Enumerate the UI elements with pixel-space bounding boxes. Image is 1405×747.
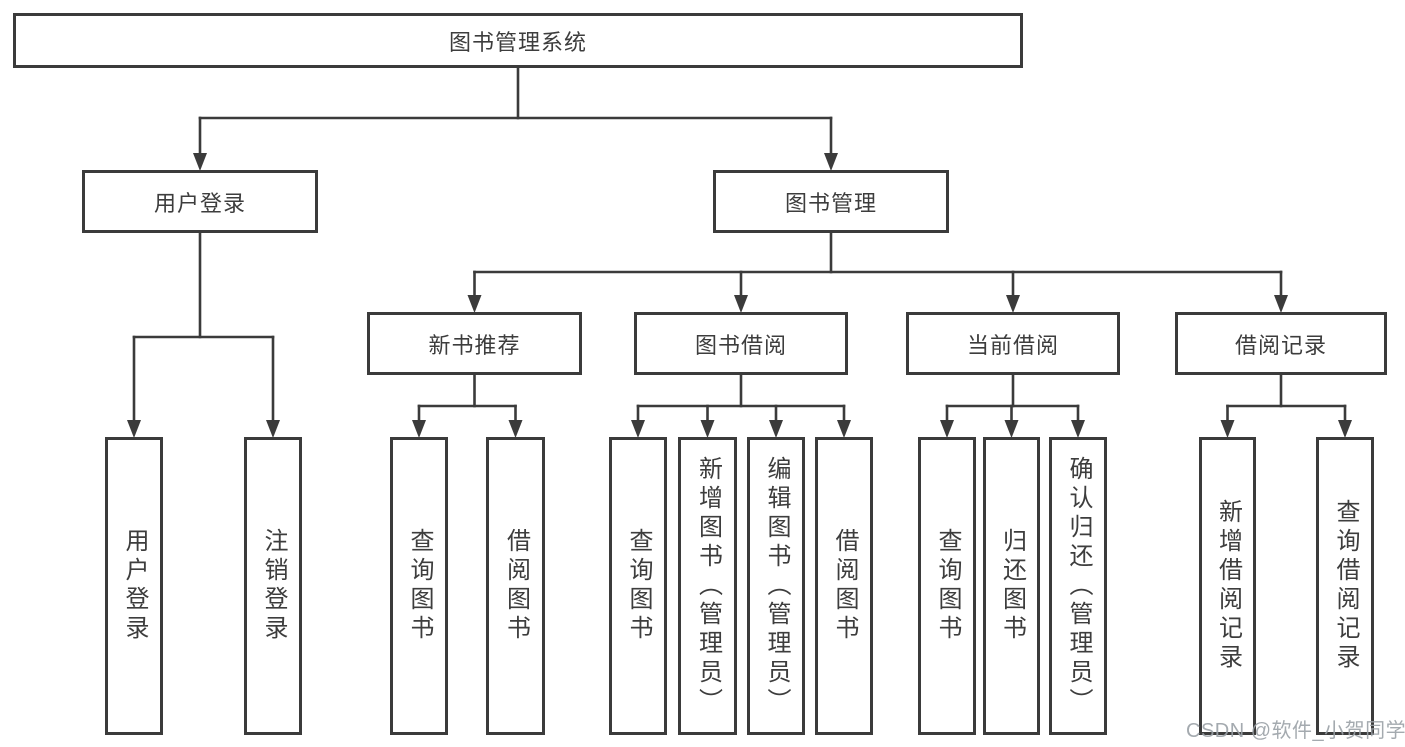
- node-leaf-confirm-return-admin: 确认归还（管理员）: [1049, 437, 1107, 735]
- node-label-leaf-query-books-rec: 查询图书: [406, 528, 433, 644]
- node-label-leaf-query-books-borrow: 查询图书: [625, 528, 652, 644]
- node-label-user-login: 用户登录: [153, 190, 246, 216]
- arrowhead-icon: [193, 153, 207, 171]
- arrowhead-icon: [467, 295, 482, 313]
- node-leaf-return-books: 归还图书: [983, 437, 1040, 735]
- node-label-leaf-borrow-books-borrow: 借阅图书: [831, 528, 858, 644]
- arrowhead-icon: [631, 420, 645, 438]
- arrowhead-icon: [1274, 295, 1288, 313]
- node-label-leaf-edit-books-admin: 编辑图书（管理员）: [763, 455, 790, 717]
- node-label-leaf-user-login: 用户登录: [121, 528, 148, 644]
- node-root: 图书管理系统: [13, 13, 1023, 68]
- node-leaf-query-books-rec: 查询图书: [390, 437, 448, 735]
- node-label-leaf-query-books-current: 查询图书: [934, 528, 961, 644]
- node-label-new-book-recommend: 新书推荐: [428, 332, 521, 358]
- node-label-book-management: 图书管理: [784, 190, 877, 216]
- node-leaf-query-books-current: 查询图书: [918, 437, 976, 735]
- node-label-leaf-add-books-admin: 新增图书（管理员）: [694, 455, 722, 717]
- node-current-borrowing: 当前借阅: [906, 312, 1120, 375]
- csdn-watermark: CSDN @软件_小贺同学: [1186, 720, 1405, 742]
- arrowhead-icon: [127, 420, 141, 438]
- node-leaf-borrow-books-borrow: 借阅图书: [815, 437, 873, 735]
- node-label-leaf-borrow-books-rec: 借阅图书: [502, 528, 530, 644]
- arrowhead-icon: [1071, 420, 1085, 438]
- arrowhead-icon: [1006, 295, 1020, 313]
- arrowhead-icon: [700, 420, 715, 438]
- node-user-login: 用户登录: [82, 170, 318, 233]
- node-label-leaf-logout: 注销登录: [260, 528, 287, 644]
- arrowhead-icon: [266, 420, 280, 438]
- node-label-borrowing-records: 借阅记录: [1234, 332, 1327, 358]
- arrowhead-icon: [1338, 420, 1352, 438]
- arrowhead-icon: [734, 295, 748, 313]
- node-leaf-borrow-books-rec: 借阅图书: [486, 437, 545, 735]
- node-label-leaf-confirm-return-admin: 确认归还（管理员）: [1065, 455, 1092, 717]
- arrowhead-icon: [1220, 420, 1235, 438]
- node-label-leaf-return-books: 归还图书: [998, 528, 1026, 644]
- node-leaf-edit-books-admin: 编辑图书（管理员）: [747, 437, 805, 735]
- node-leaf-user-login: 用户登录: [105, 437, 163, 735]
- node-label-book-borrowing: 图书借阅: [694, 332, 787, 358]
- node-leaf-add-borrow-record: 新增借阅记录: [1199, 437, 1256, 735]
- node-leaf-logout: 注销登录: [244, 437, 302, 735]
- node-label-current-borrowing: 当前借阅: [966, 332, 1059, 358]
- node-label-root: 图书管理系统: [448, 29, 587, 55]
- node-borrowing-records: 借阅记录: [1175, 312, 1387, 375]
- node-leaf-query-borrow-record: 查询借阅记录: [1316, 437, 1374, 735]
- node-book-management: 图书管理: [713, 170, 949, 233]
- arrowhead-icon: [769, 420, 783, 438]
- node-leaf-add-books-admin: 新增图书（管理员）: [678, 437, 737, 735]
- node-leaf-query-books-borrow: 查询图书: [609, 437, 667, 735]
- node-new-book-recommend: 新书推荐: [367, 312, 582, 375]
- node-label-leaf-add-borrow-record: 新增借阅记录: [1214, 499, 1242, 673]
- arrowhead-icon: [940, 420, 954, 438]
- node-book-borrowing: 图书借阅: [634, 312, 848, 375]
- arrowhead-icon: [1004, 420, 1019, 438]
- arrowhead-icon: [508, 420, 523, 438]
- arrowhead-icon: [824, 153, 838, 171]
- arrowhead-icon: [412, 420, 426, 438]
- arrowhead-icon: [837, 420, 851, 438]
- node-label-leaf-query-borrow-record: 查询借阅记录: [1332, 499, 1359, 673]
